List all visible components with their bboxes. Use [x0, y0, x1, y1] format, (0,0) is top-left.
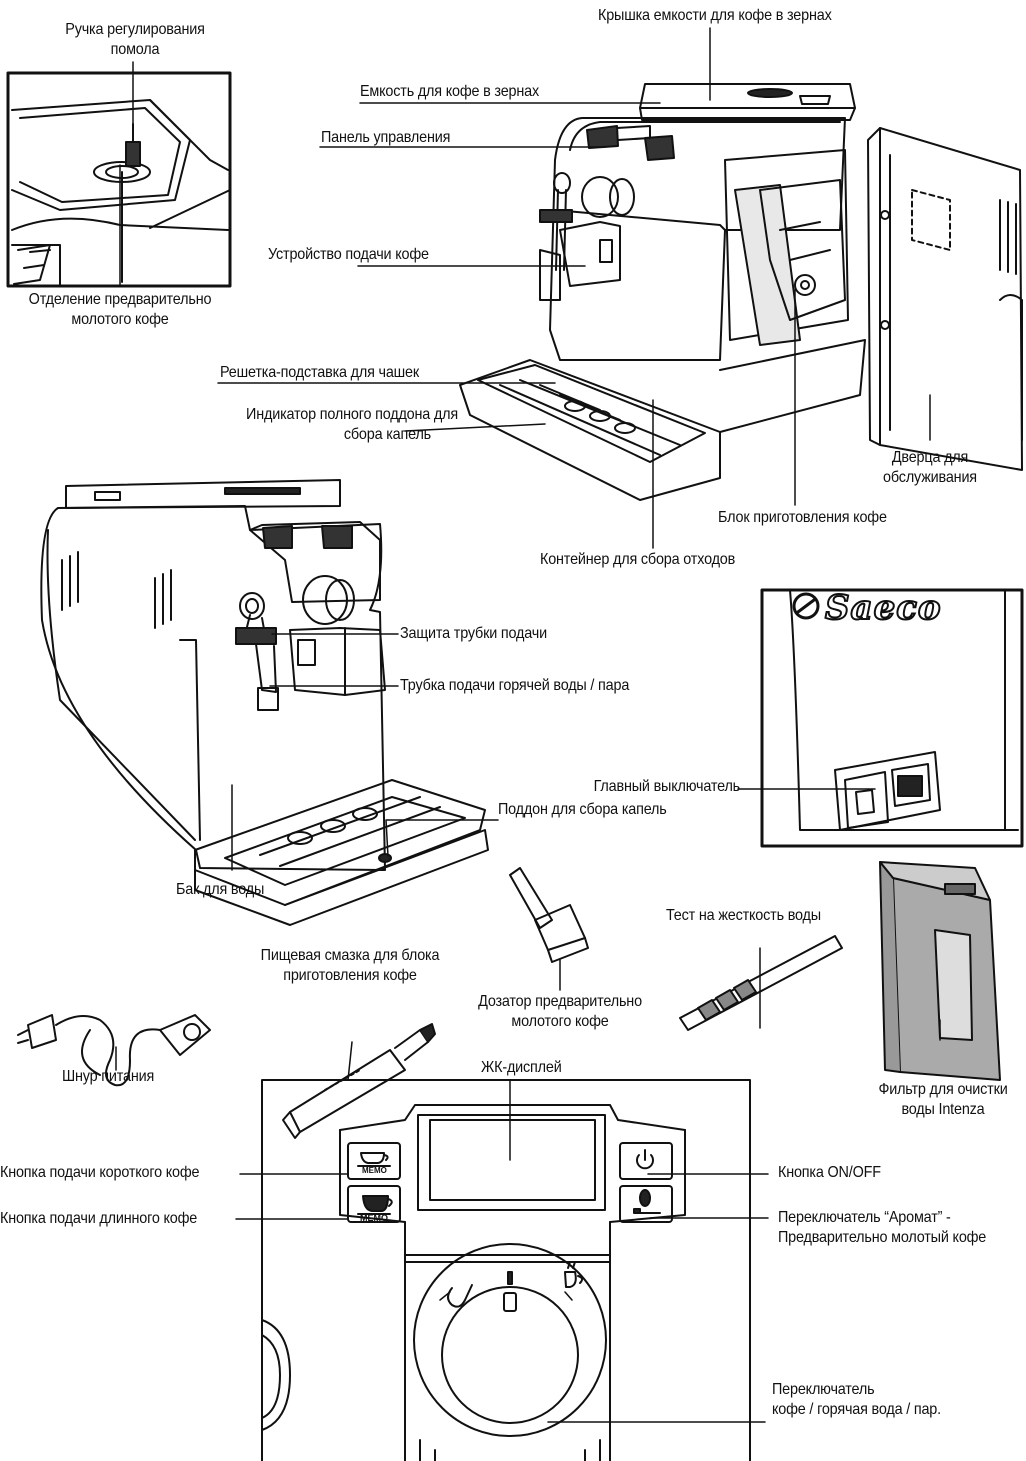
label-lubricant-line1: Пищевая смазка для блока — [260, 947, 440, 964]
measuring-scoop — [509, 867, 589, 963]
label-grinder-knob-line2: помола — [110, 41, 160, 58]
label-aroma-line2: Предварительно молотый кофе — [778, 1229, 987, 1246]
label-wand-guard: Защита трубки подачи — [400, 625, 547, 642]
label-water-test: Тест на жесткость воды — [666, 907, 821, 924]
label-short-coffee: Кнопка подачи короткого кофе — [0, 1164, 200, 1181]
label-lubricant-line2: приготовления кофе — [283, 967, 417, 984]
saeco-logo: Saeco — [824, 587, 942, 629]
label-selector-line1: Переключатель — [772, 1381, 875, 1398]
label-aroma-line1: Переключатель “Аромат” - — [778, 1209, 951, 1226]
label-service-door-line1: Дверца для — [891, 449, 969, 466]
label-pre-ground-line2: молотого кофе — [71, 311, 169, 328]
label-dispenser: Устройство подачи кофе — [268, 246, 429, 263]
water-test-strip — [679, 935, 843, 1031]
machine-front-view — [40, 479, 489, 926]
label-selector: Переключатель кофе / горячая вода / пар. — [772, 1380, 941, 1420]
label-water-filter-line2: воды Intenza — [901, 1101, 985, 1118]
label-drip-tray: Поддон для сбора капель — [498, 801, 667, 818]
label-grinder-knob: Ручка регулирования помола — [32, 20, 239, 60]
label-power-cord: Шнур питания — [62, 1068, 155, 1085]
memo-mark-bottom: MEMO — [360, 1213, 388, 1223]
label-bean-lid: Крышка емкости для кофе в зернах — [598, 7, 832, 24]
machine-open-view — [459, 83, 1023, 501]
label-long-coffee: Кнопка подачи длинного кофе — [0, 1210, 198, 1227]
leader-lines — [115, 27, 941, 1423]
label-lcd: ЖК-дисплей — [481, 1059, 562, 1076]
label-pre-ground-line1: Отделение предварительно — [28, 291, 212, 308]
label-tray-indicator: Индикатор полного поддона для сбора капе… — [208, 405, 458, 445]
label-pre-ground: Отделение предварительно молотого кофе — [12, 290, 228, 330]
label-brew-group: Блок приготовления кофе — [718, 509, 887, 526]
label-control-panel: Панель управления — [321, 129, 451, 146]
label-cup-grille: Решетка-подставка для чашек — [220, 364, 420, 381]
label-water-filter-line1: Фильтр для очистки — [878, 1081, 1008, 1098]
label-service-door: Дверца для обслуживания — [867, 448, 993, 488]
label-grinder-knob-line1: Ручка регулирования — [65, 21, 205, 38]
label-tray-indicator-line1: Индикатор полного поддона для — [246, 406, 458, 423]
rear-panel-inset — [760, 588, 1024, 848]
memo-mark-top: MEMO — [362, 1166, 387, 1175]
label-measuring-scoop: Дозатор предварительно молотого кофе — [457, 992, 664, 1032]
label-water-tank: Бак для воды — [176, 881, 265, 898]
grinder-inset — [6, 71, 232, 288]
label-bean-container: Емкость для кофе в зернах — [360, 83, 539, 100]
water-filter-box — [879, 861, 1001, 1081]
label-water-filter: Фильтр для очистки воды Intenza — [868, 1080, 1017, 1120]
label-main-switch: Главный выключатель — [593, 778, 741, 795]
label-on-off: Кнопка ON/OFF — [778, 1164, 881, 1181]
label-waste-container: Контейнер для сбора отходов — [540, 551, 736, 568]
control-panel-closeup — [261, 1079, 751, 1461]
label-measuring-scoop-line1: Дозатор предварительно — [478, 993, 642, 1010]
label-service-door-line2: обслуживания — [883, 469, 977, 486]
label-tray-indicator-line2: сбора капель — [343, 426, 431, 443]
label-lubricant: Пищевая смазка для блока приготовления к… — [242, 946, 458, 986]
label-measuring-scoop-line2: молотого кофе — [511, 1013, 609, 1030]
label-aroma: Переключатель “Аромат” - Предварительно … — [778, 1208, 986, 1248]
power-cord — [17, 1014, 211, 1087]
label-wand: Трубка подачи горячей воды / пара — [400, 677, 630, 694]
label-selector-line2: кофе / горячая вода / пар. — [772, 1401, 941, 1418]
